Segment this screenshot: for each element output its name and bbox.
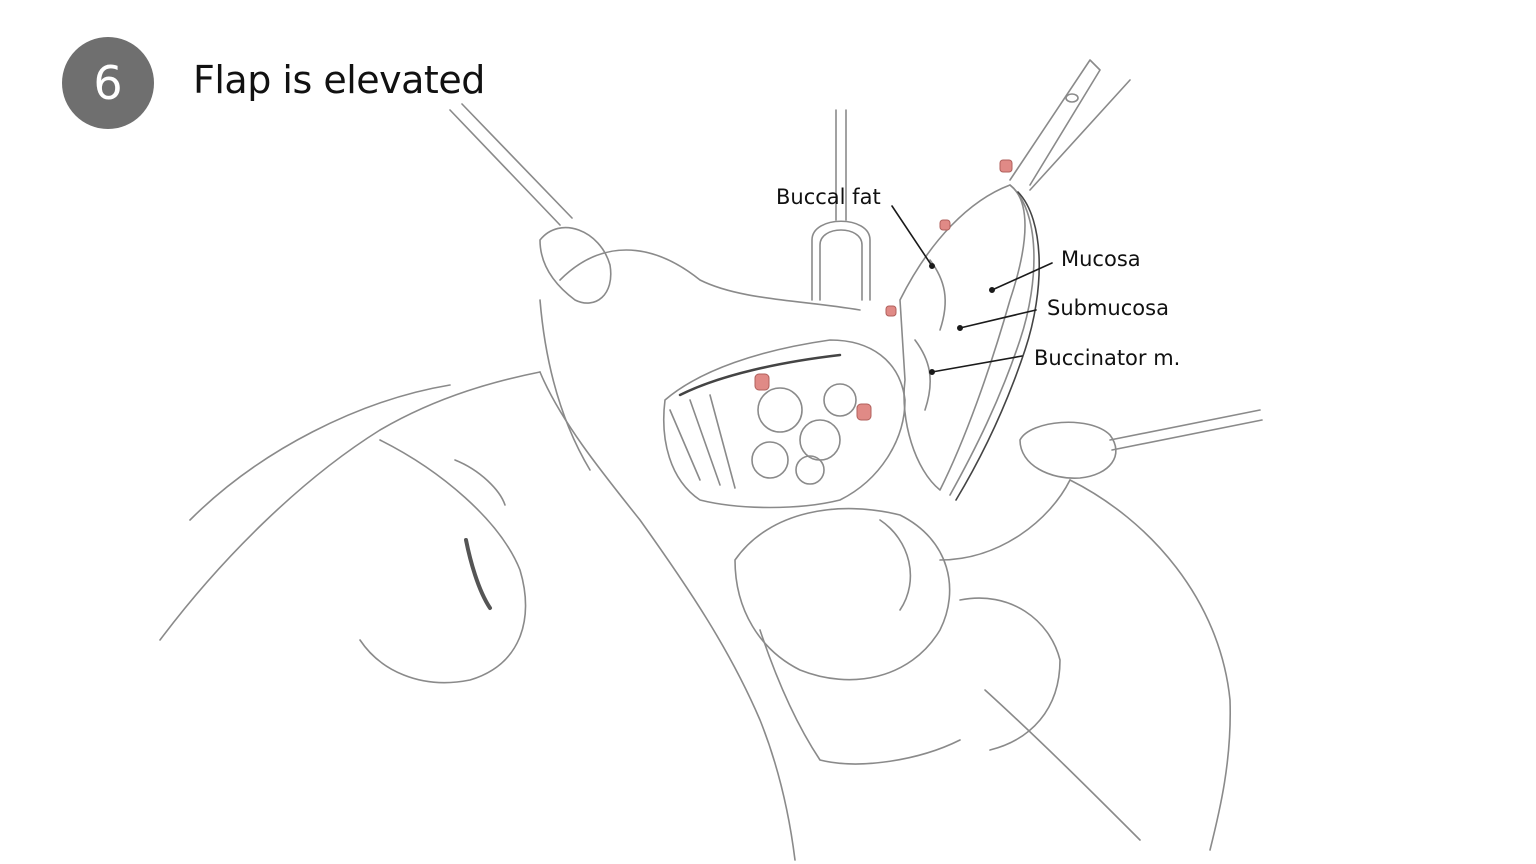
step-title: Flap is elevated: [193, 58, 485, 102]
label-buccal-fat: Buccal fat: [776, 185, 881, 209]
step-number-badge: 6: [62, 37, 154, 129]
annotation-leaders: [891, 205, 1053, 375]
face-outline: [159, 249, 861, 861]
forceps: [1009, 59, 1131, 191]
label-submucosa: Submucosa: [1047, 296, 1169, 320]
lower-lip: [734, 479, 1232, 851]
retractor-center: [811, 109, 871, 301]
retractor-right: [1019, 409, 1263, 479]
label-buccinator: Buccinator m.: [1034, 346, 1180, 370]
retractor-left: [449, 103, 612, 304]
suture-markers: [754, 159, 1013, 421]
step-number: 6: [93, 56, 123, 110]
elevated-flap: [899, 184, 1040, 501]
label-mucosa: Mucosa: [1061, 247, 1141, 271]
surgical-field: [662, 339, 906, 509]
